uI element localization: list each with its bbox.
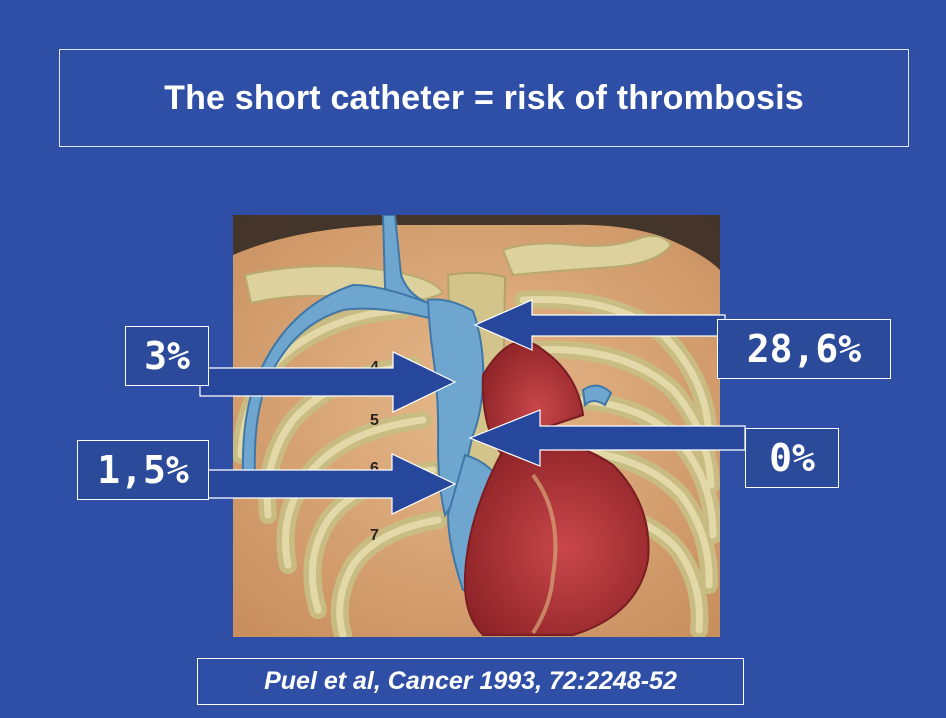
label-right-lower: 0%: [745, 428, 839, 488]
label-right-upper: 28,6%: [717, 319, 891, 379]
arrow-left-upper: [200, 352, 455, 412]
citation-box: Puel et al, Cancer 1993, 72:2248-52: [197, 658, 744, 705]
percentage-label: 3%: [144, 334, 190, 378]
arrow-left-lower: [200, 454, 455, 514]
label-left-lower: 1,5%: [77, 440, 209, 500]
percentage-label: 1,5%: [97, 448, 189, 492]
percentage-label: 0%: [769, 436, 815, 480]
label-left-upper: 3%: [125, 326, 209, 386]
arrow-right-lower: [470, 410, 745, 466]
percentage-label: 28,6%: [747, 327, 861, 371]
citation-text: Puel et al, Cancer 1993, 72:2248-52: [264, 667, 677, 696]
arrow-right-upper: [475, 300, 725, 350]
